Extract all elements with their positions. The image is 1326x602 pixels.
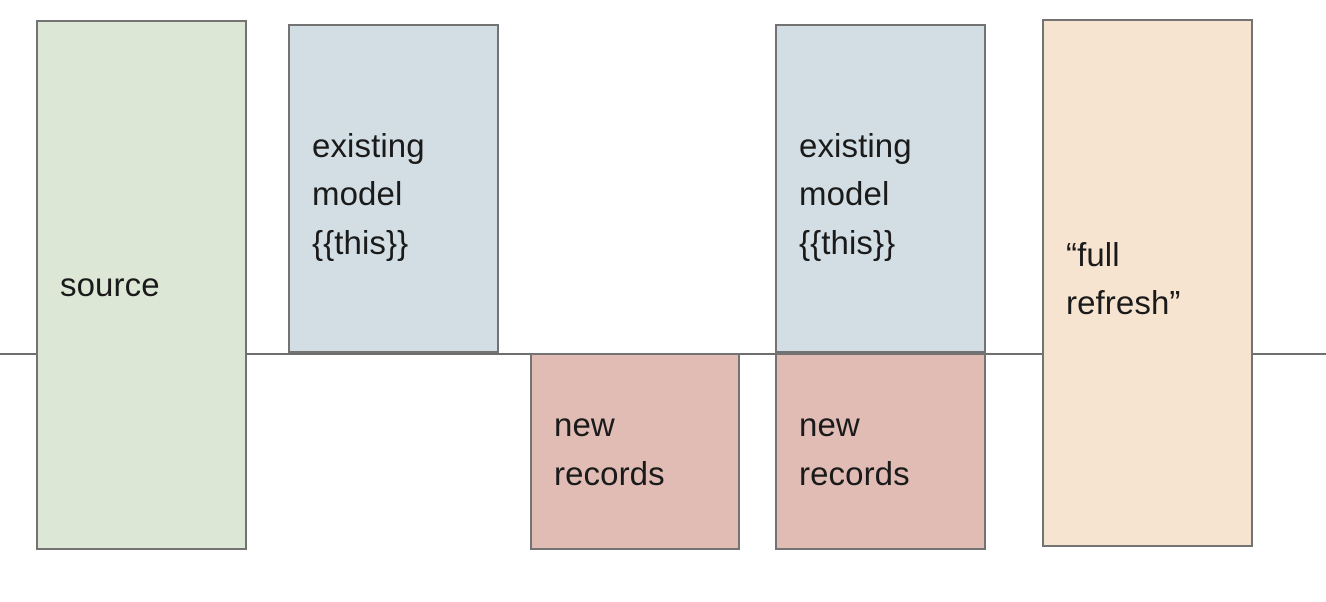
block-new-records-2[interactable]: new records [775, 353, 986, 550]
block-new-records-2-label: new records [799, 406, 910, 492]
block-new-records-1-label: new records [554, 406, 665, 492]
block-full-refresh-label: “full refresh” [1066, 235, 1181, 321]
block-source[interactable]: source [36, 20, 247, 550]
block-existing-model-1[interactable]: existing model {{this}} [288, 24, 499, 353]
block-full-refresh[interactable]: “full refresh” [1042, 19, 1253, 547]
block-new-records-1[interactable]: new records [530, 353, 740, 550]
block-source-label: source [60, 265, 160, 303]
block-existing-model-2[interactable]: existing model {{this}} [775, 24, 986, 353]
block-existing-model-2-label: existing model {{this}} [799, 127, 912, 261]
block-existing-model-1-label: existing model {{this}} [312, 127, 425, 261]
